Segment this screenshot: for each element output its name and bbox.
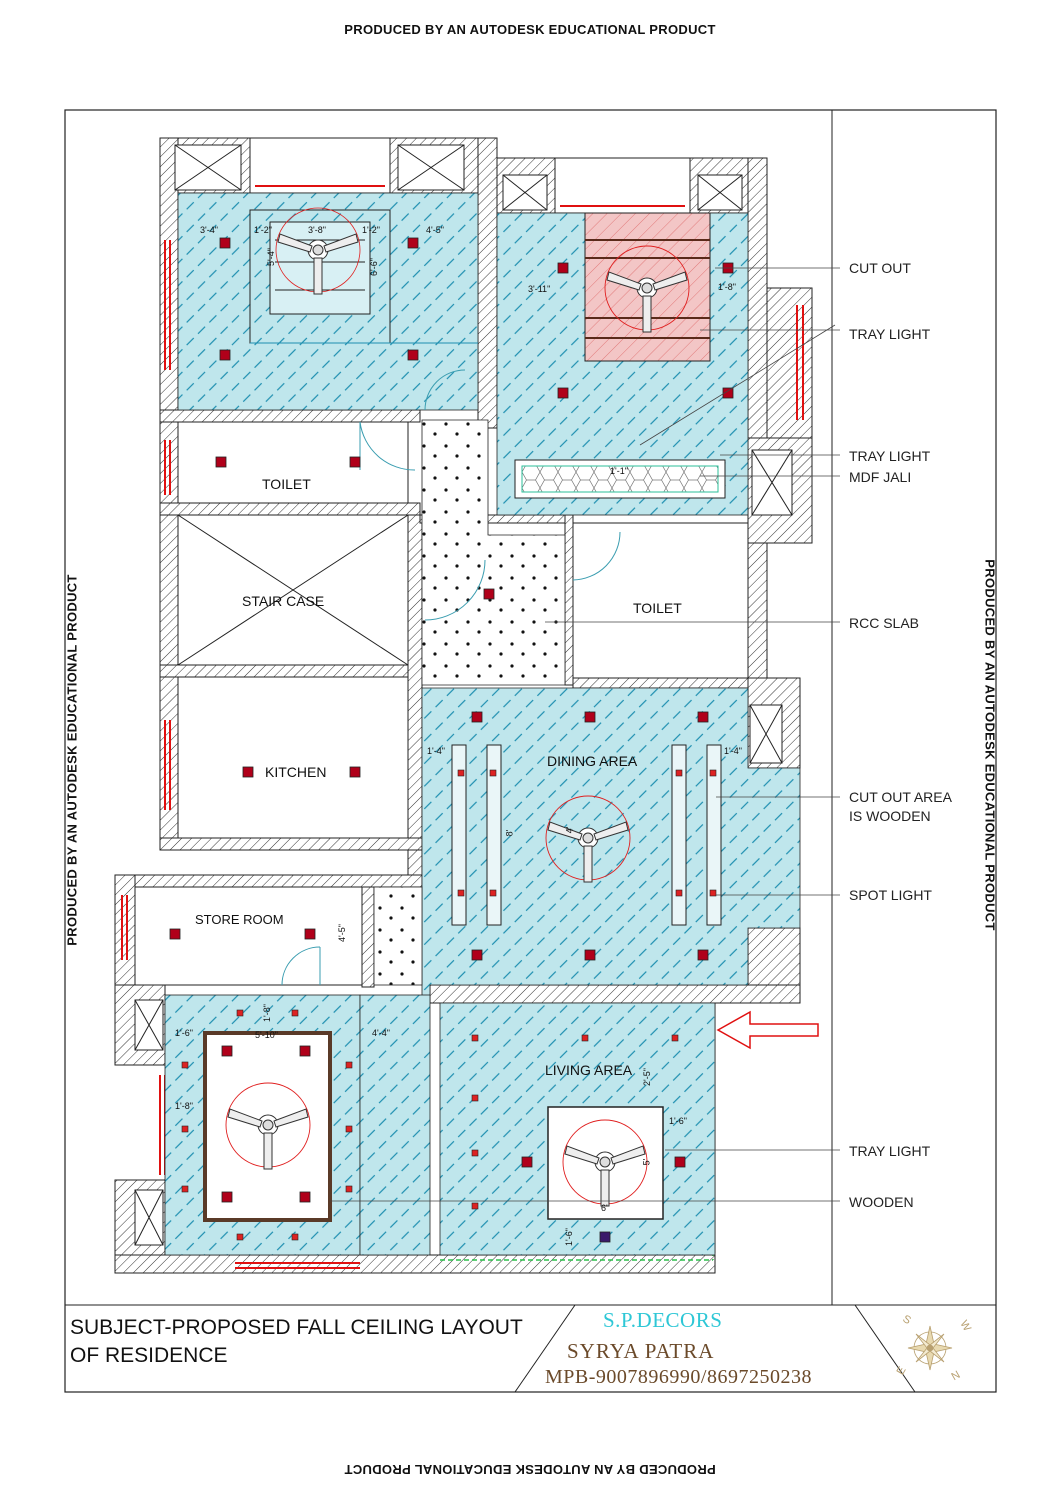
room-label-toilet-2: TOILET — [633, 600, 682, 616]
room-label-store-room: STORE ROOM — [195, 912, 284, 927]
dim-label: 1'-1" — [610, 466, 628, 476]
dim-label: 1'-8" — [261, 1004, 272, 1022]
dim-label: 6'-6" — [368, 258, 379, 276]
dim-label: 1'-6" — [669, 1116, 687, 1126]
room-label-kitchen: KITCHEN — [265, 764, 327, 780]
room-label-staircase: STAIR CASE — [242, 593, 325, 609]
dim-label: 6' — [601, 1203, 608, 1213]
dim-label: 1'-4" — [427, 746, 445, 756]
designer-name: SYRYA PATRA — [567, 1339, 715, 1363]
callout-tray-light-2: TRAY LIGHT — [849, 448, 931, 464]
dim-label: 4' — [564, 826, 575, 834]
callout-cut-out-area-line2: IS WOODEN — [849, 808, 931, 824]
callout-spot-light: SPOT LIGHT — [849, 887, 932, 903]
callout-tray-light-1: TRAY LIGHT — [849, 326, 931, 342]
title-subject-line1: SUBJECT-PROPOSED FALL CEILING LAYOUT — [70, 1316, 523, 1339]
phone-numbers: MPB-9007896990/8697250238 — [545, 1366, 812, 1388]
dim-label: 1'-6" — [175, 1028, 193, 1038]
dim-label: 3'-8" — [308, 225, 326, 235]
dim-label: 1'-6" — [563, 1228, 574, 1246]
room-label-toilet-1: TOILET — [262, 476, 311, 492]
firm-name: S.P.DECORS — [603, 1308, 723, 1332]
dim-label: 5' — [641, 1158, 652, 1166]
watermark-top: PRODUCED BY AN AUTODESK EDUCATIONAL PROD… — [344, 22, 716, 37]
callout-cut-out: CUT OUT — [849, 260, 911, 276]
dim-label: 4'-5" — [426, 225, 444, 235]
dim-label: 1'-2" — [254, 225, 272, 235]
callout-rcc-slab: RCC SLAB — [849, 615, 920, 631]
dim-label: 2'-5" — [641, 1068, 652, 1086]
callout-tray-light-3: TRAY LIGHT — [849, 1143, 931, 1159]
dim-label: 1'-4" — [724, 746, 742, 756]
dim-label: 4'-4" — [372, 1028, 390, 1038]
dim-label: 5'-4" — [265, 248, 276, 266]
dim-label: 1'-8" — [718, 282, 736, 292]
dim-label: 8' — [504, 829, 515, 837]
dim-label: 5'-10" — [255, 1030, 278, 1040]
callout-cut-out-area-line1: CUT OUT AREA — [849, 789, 952, 805]
title-subject-line2: OF RESIDENCE — [70, 1344, 228, 1367]
dim-label: 1'-8" — [175, 1101, 193, 1111]
callout-wooden: WOODEN — [849, 1194, 914, 1210]
dim-label: 4'-5" — [336, 924, 347, 942]
callout-mdf-jali: MDF JALI — [849, 469, 912, 485]
room-label-living-area: LIVING AREA — [545, 1062, 633, 1078]
room-label-dining-area: DINING AREA — [547, 753, 638, 769]
dim-label: 1'-2" — [362, 225, 380, 235]
dim-label: 3'-4" — [200, 225, 218, 235]
dim-label: 3'-11" — [528, 284, 551, 294]
